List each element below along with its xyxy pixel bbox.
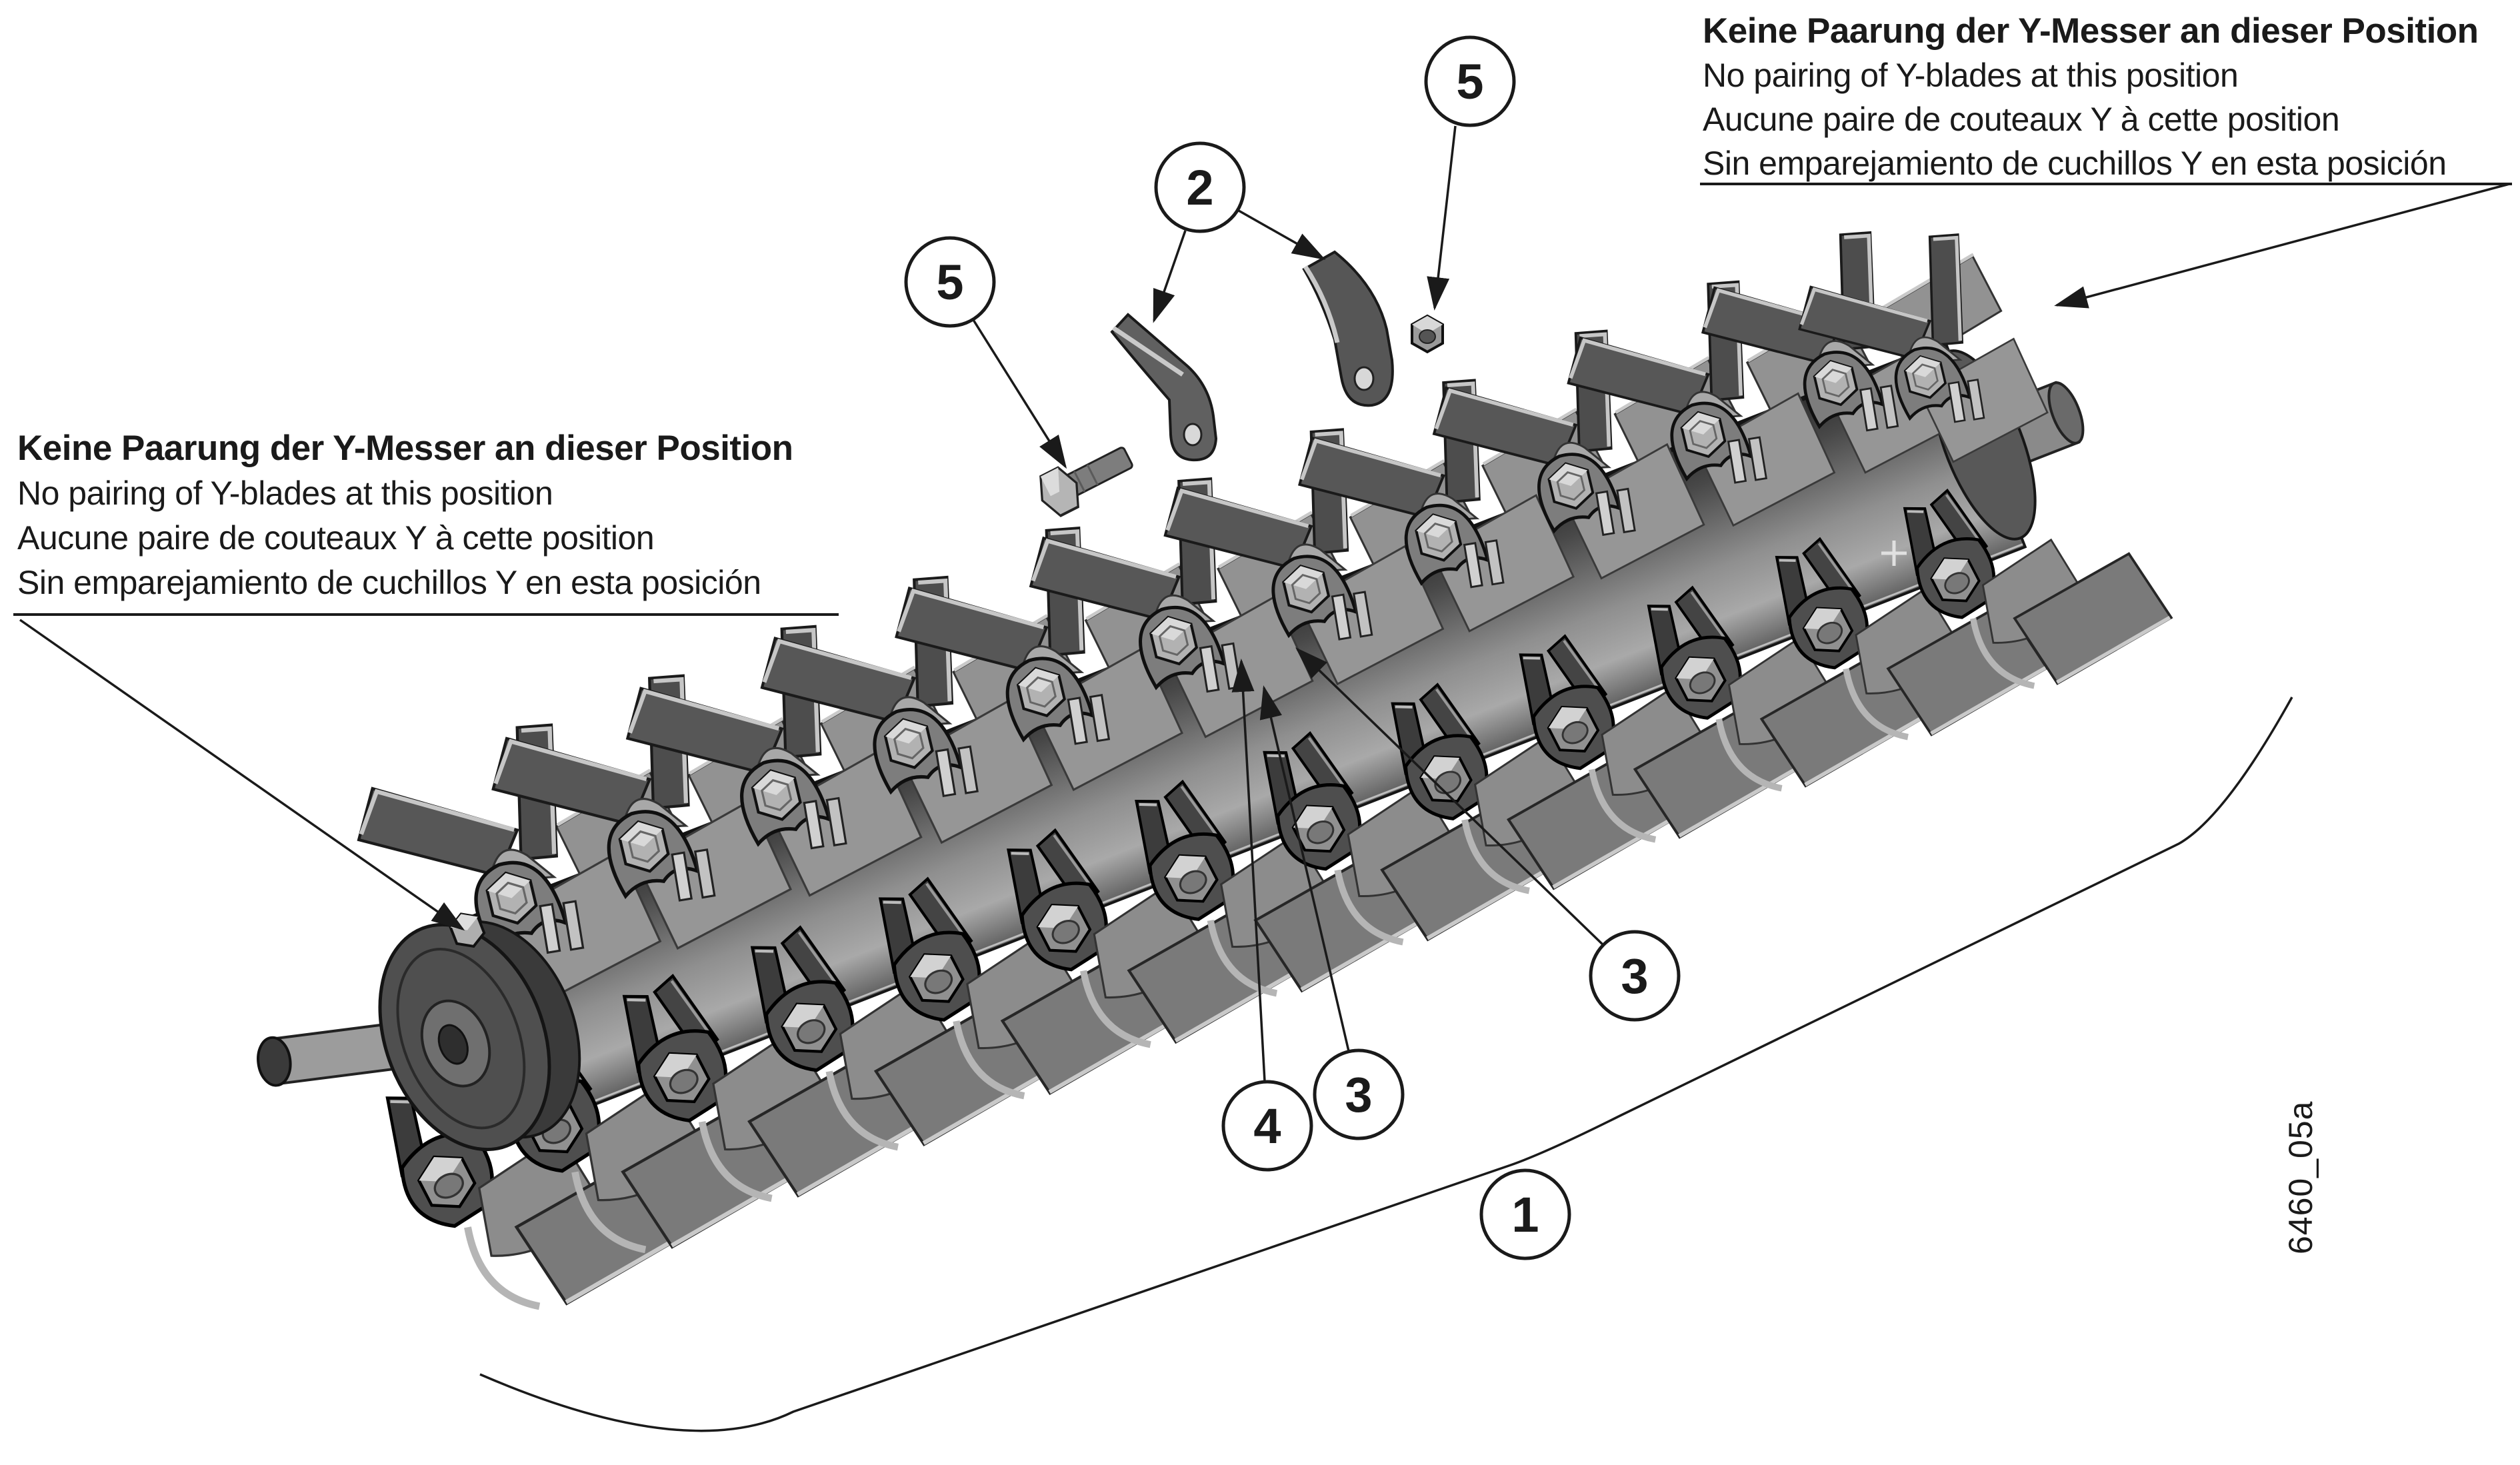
callout-4-label: 4 [1253,1098,1281,1154]
leader-note-top-right [2054,183,2510,309]
note-left-line-es: Sin emparejamiento de cuchillos Y en est… [17,564,761,601]
callout-5-left-label: 5 [936,255,963,310]
callout-1-label: 1 [1511,1187,1539,1242]
leader-callout-3-right [1295,647,1604,946]
leader-lines [19,125,2510,1432]
note-right-line-es: Sin emparejamiento de cuchillos Y en est… [1703,145,2447,182]
note-left-line-fr: Aucune paire de couteaux Y à cette posit… [17,519,654,557]
leader-callout-5-left [972,319,1067,469]
note-right-line-en: No pairing of Y-blades at this position [1703,57,2238,94]
callout-3-middle: 3 [1313,1048,1405,1140]
callout-3-middle-label: 3 [1345,1067,1372,1122]
leader-note-left [19,619,465,931]
exploded-nut-part5 [1411,314,1444,354]
note-right-line-fr: Aucune paire de couteaux Y à cette posit… [1703,101,2339,138]
note-right-line-de: Keine Paarung der Y-Messer an dieser Pos… [1703,11,2479,51]
note-top-right: Keine Paarung der Y-Messer an dieser Pos… [1700,11,2512,185]
callout-2: 2 [1154,141,1246,233]
callout-5-left: 5 [904,236,996,328]
cursor-crosshair [1881,541,1907,566]
callout-5-top: 5 [1424,35,1516,127]
callout-5-top-label: 5 [1456,54,1483,109]
callout-3-right-label: 3 [1621,948,1648,1004]
exploded-blade-part2-left [1110,313,1218,462]
leader-callout-2-b [1238,209,1326,260]
callout-1: 1 [1479,1168,1571,1260]
note-left: Keine Paarung der Y-Messer an dieser Pos… [13,429,839,616]
drawing-number: 6460_05a [2282,1101,2319,1254]
callout-4: 4 [1221,1080,1313,1172]
leader-callout-1 [479,697,2293,1432]
leader-callout-4 [1231,659,1266,1082]
leader-callout-5-top [1427,125,1457,311]
exploded-bolt-part5 [1039,447,1133,518]
note-left-line-en: No pairing of Y-blades at this position [17,475,553,512]
rotor-assembly [257,153,2192,1378]
callout-2-label: 2 [1186,160,1213,215]
callouts: 5 2 5 3 3 4 1 [904,35,1681,1260]
leader-callout-2-a [1153,230,1187,323]
exploded-blade-part2-right [1302,250,1394,407]
leader-callout-3-middle [1259,685,1350,1052]
left-end-disc [378,920,581,1152]
callout-3-right: 3 [1589,930,1681,1022]
note-left-line-de: Keine Paarung der Y-Messer an dieser Pos… [17,429,793,468]
